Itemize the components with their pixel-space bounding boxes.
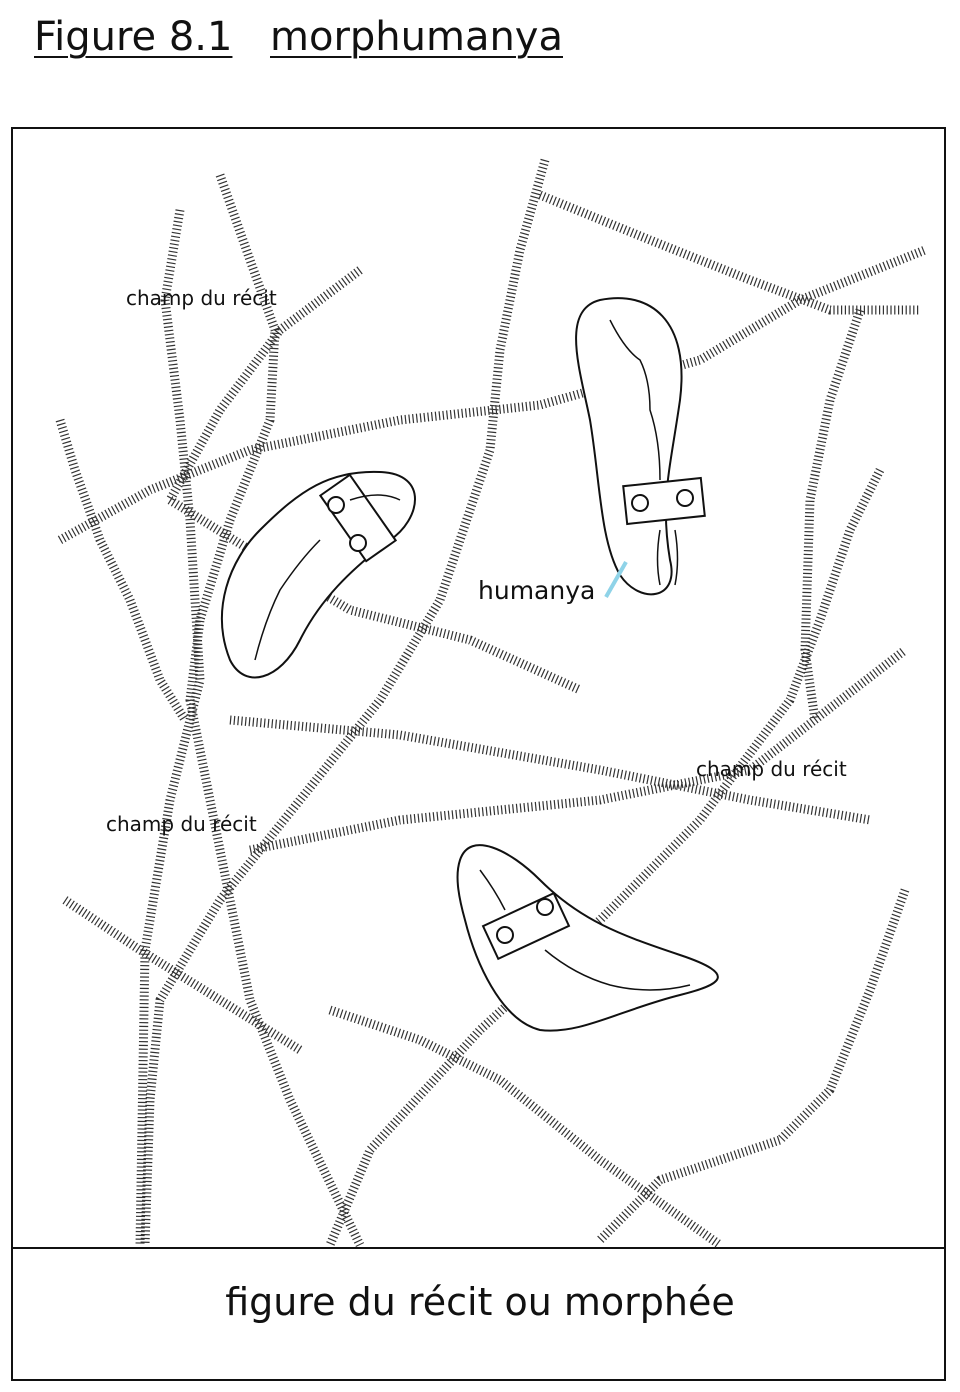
thread (229, 715, 871, 825)
figures (221, 297, 719, 1032)
narrative-threads (55, 158, 927, 1249)
thread (800, 308, 865, 721)
field-label: champ du récit (696, 757, 847, 781)
field-label: champ du récit (126, 286, 277, 310)
humanya-figure-3 (456, 844, 719, 1032)
caption: figure du récit ou morphée (225, 1280, 735, 1324)
thread (325, 467, 885, 1247)
thread (185, 173, 365, 1247)
thread (135, 209, 205, 1246)
figure-number: Figure 8.1 (34, 14, 233, 60)
thread (140, 158, 550, 1246)
thread (55, 418, 189, 723)
thread (62, 896, 303, 1054)
frame (11, 127, 946, 1381)
humanya-label: humanya (478, 576, 596, 605)
humanya-figure-2 (221, 470, 416, 679)
thread (249, 646, 908, 855)
field-label: champ du récit (106, 812, 257, 836)
thread (328, 1005, 723, 1249)
humanya-figure-1 (575, 297, 706, 596)
humanya-pointer (604, 561, 628, 598)
thread (596, 888, 910, 1244)
figure-name: morphumanya (270, 14, 563, 60)
thread (166, 266, 363, 503)
thread (538, 190, 920, 315)
thread (57, 245, 927, 544)
